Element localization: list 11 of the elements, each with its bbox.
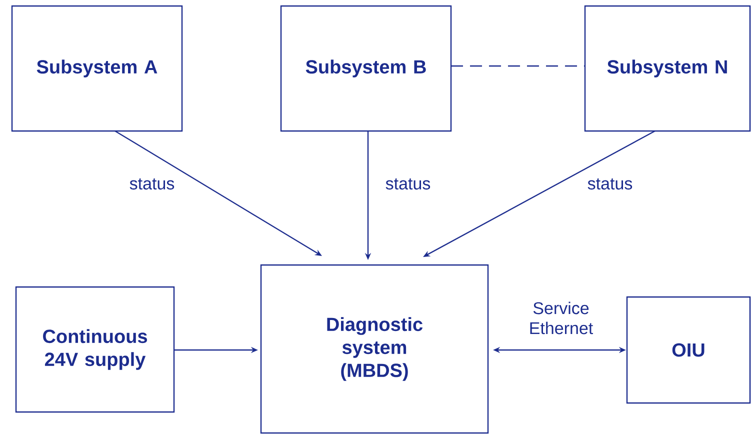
system-box: Continuous 24V supply (15, 286, 175, 413)
system-box: Subsystem B (280, 5, 452, 132)
edge-label: Service Ethernet (517, 300, 605, 336)
system-box: OIU (626, 296, 751, 404)
system-box: Subsystem A (11, 5, 183, 132)
edge-label: status (383, 177, 433, 191)
system-box: Diagnostic system (MBDS) (260, 264, 489, 434)
edge-label: status (127, 177, 177, 191)
connector-line (451, 65, 585, 67)
system-box: Subsystem N (584, 5, 751, 132)
edge-label: status (585, 177, 635, 191)
